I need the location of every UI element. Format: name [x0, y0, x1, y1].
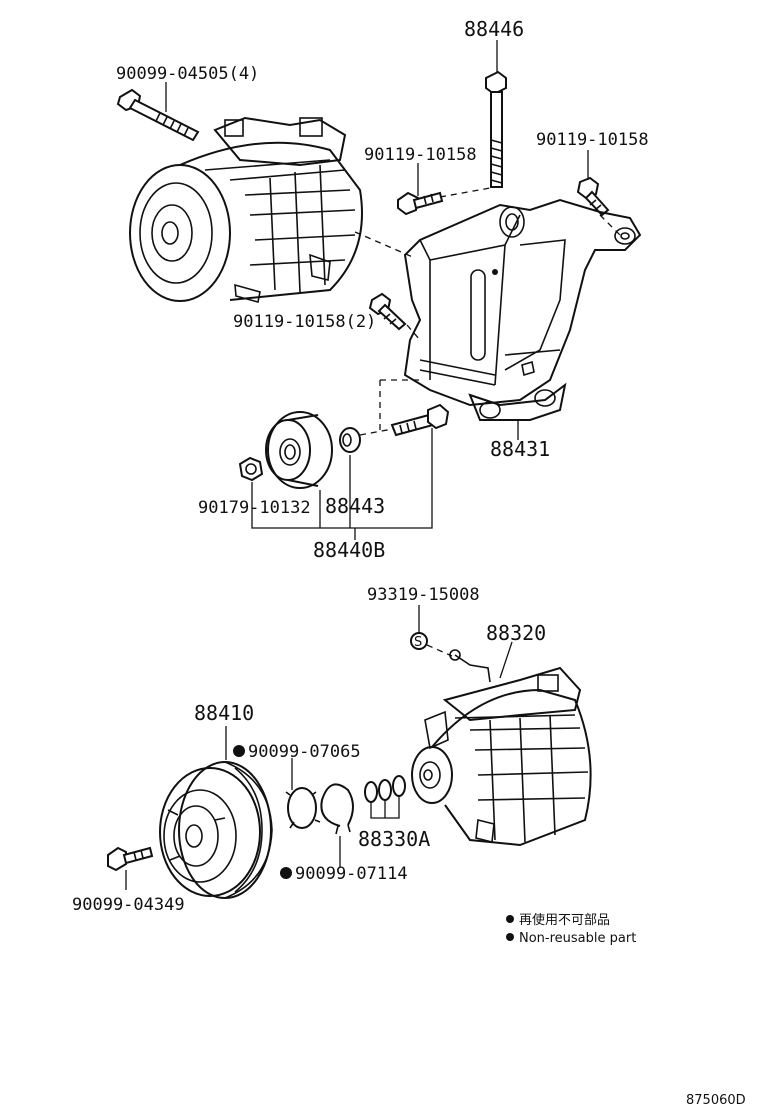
spacer-88443 [339, 427, 361, 453]
bolt-idler [390, 403, 450, 437]
bolt-90099-04505 [116, 88, 200, 142]
non-reusable-mark [233, 745, 245, 757]
label-88330A: 88330A [358, 827, 430, 851]
legend-jp: 再使用不可部品 [519, 912, 610, 928]
legend-dot [506, 933, 514, 941]
bolt-90119-10158-b [576, 176, 610, 217]
fuse-93319-15008: S [410, 632, 428, 650]
label-88440B: 88440B [313, 538, 385, 562]
clutch-88410 [159, 761, 273, 899]
idler-pulley [265, 411, 333, 489]
label-88431: 88431 [490, 437, 550, 461]
bracket-88431 [403, 198, 642, 421]
snap-ring-90099-07114 [320, 783, 354, 835]
label-90179-10132: 90179-10132 [198, 498, 311, 518]
non-reusable-mark [280, 867, 292, 879]
label-90119-10158-2: 90119-10158(2) [233, 312, 376, 332]
bolt-90119-10158-2 [368, 292, 407, 331]
label-88320: 88320 [486, 621, 546, 645]
label-90119-10158-a: 90119-10158 [364, 145, 477, 165]
bolt-90099-04349 [107, 846, 154, 872]
legend-en: Non-reusable part [519, 931, 636, 946]
label-90099-07065: 90099-07065 [248, 742, 361, 762]
label-90099-07114: 90099-07114 [295, 864, 408, 884]
label-90099-04505: 90099-04505(4) [116, 64, 259, 84]
compressor-88320 [411, 649, 592, 847]
label-93319-15008: 93319-15008 [367, 585, 480, 605]
nut-90179-10132 [238, 456, 264, 482]
svg-text:S: S [414, 635, 422, 650]
diagram-code: 875060D [686, 1093, 746, 1108]
upper-compressor [129, 116, 363, 303]
label-90119-10158-b: 90119-10158 [536, 130, 649, 150]
label-88443: 88443 [325, 494, 385, 518]
shim-90099-07065 [285, 787, 321, 829]
bolt-90119-10158-a [397, 191, 444, 216]
bolt-88446 [485, 70, 507, 188]
label-88410: 88410 [194, 701, 254, 725]
label-90099-04349: 90099-04349 [72, 895, 185, 915]
legend-dot [506, 915, 514, 923]
label-88446: 88446 [464, 17, 524, 41]
